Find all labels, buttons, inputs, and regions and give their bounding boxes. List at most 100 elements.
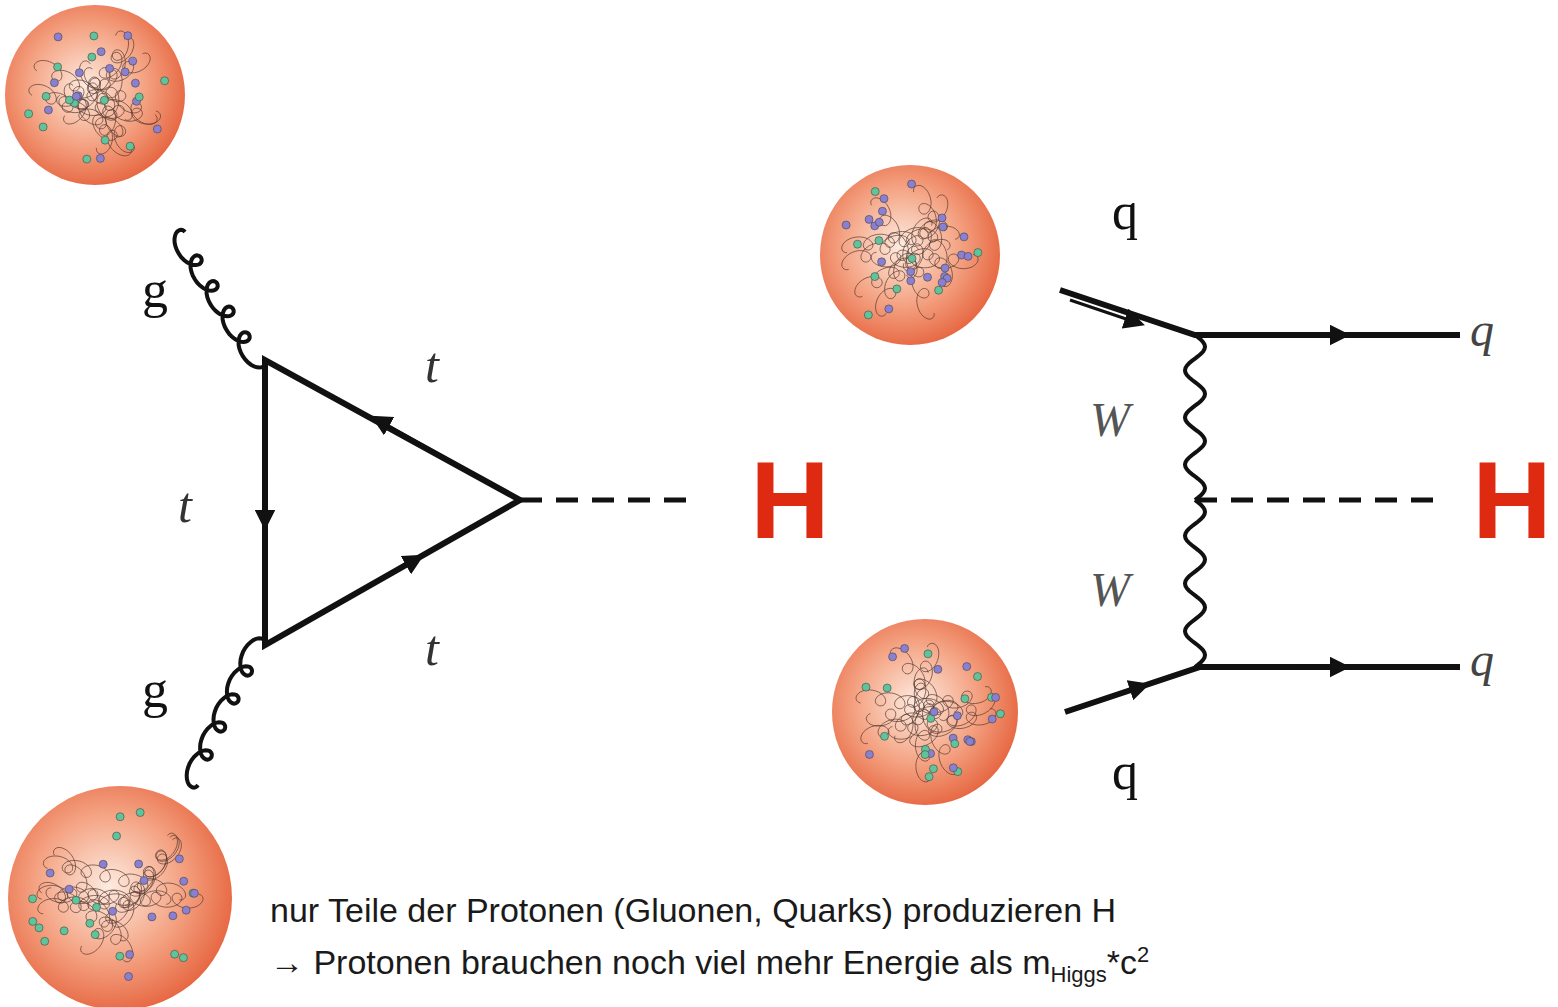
parton-dot bbox=[190, 889, 198, 897]
parton-dot bbox=[921, 751, 929, 759]
parton-dot bbox=[101, 136, 109, 144]
top-quark-label: t bbox=[178, 480, 192, 530]
proton-sphere bbox=[8, 786, 232, 1007]
parton-dot bbox=[153, 125, 161, 133]
parton-dot bbox=[881, 732, 889, 740]
parton-dot bbox=[124, 32, 132, 40]
parton-dot bbox=[179, 954, 187, 962]
proton-sphere bbox=[832, 619, 1018, 805]
parton-dot bbox=[121, 68, 129, 76]
parton-dot bbox=[140, 876, 148, 884]
parton-dot bbox=[963, 663, 971, 671]
parton-dot bbox=[109, 907, 117, 915]
parton-dot bbox=[880, 195, 888, 203]
gluon-texture bbox=[37, 885, 130, 905]
parton-dot bbox=[938, 278, 946, 286]
parton-dot bbox=[88, 53, 96, 61]
parton-dot bbox=[935, 286, 943, 294]
parton-dot bbox=[129, 57, 137, 65]
parton-dot bbox=[72, 896, 80, 904]
quark-label: q bbox=[1470, 636, 1494, 684]
parton-dot bbox=[96, 154, 104, 162]
parton-dot bbox=[135, 93, 143, 101]
parton-dot bbox=[113, 832, 121, 840]
parton-dot bbox=[25, 110, 33, 118]
parton-dot bbox=[100, 96, 108, 104]
parton-dot bbox=[908, 254, 916, 262]
parton-dot bbox=[29, 917, 37, 925]
parton-dot bbox=[46, 869, 54, 877]
parton-dot bbox=[941, 264, 949, 272]
gluon-texture bbox=[116, 838, 182, 912]
top-quark-label: t bbox=[425, 623, 439, 673]
parton-dot bbox=[54, 33, 62, 41]
parton-dot bbox=[883, 684, 891, 692]
gluon-texture bbox=[861, 700, 958, 743]
parton-dot bbox=[853, 240, 861, 248]
parton-dot bbox=[924, 273, 932, 281]
gluon-texture bbox=[876, 218, 933, 316]
parton-dot bbox=[44, 106, 52, 114]
parton-dot bbox=[126, 951, 134, 959]
parton-dot bbox=[871, 188, 879, 196]
parton-dot bbox=[929, 765, 937, 773]
gluon-texture bbox=[112, 833, 177, 927]
parton-dot bbox=[93, 903, 101, 911]
parton-dot bbox=[41, 937, 49, 945]
parton-dot bbox=[125, 973, 133, 981]
gluon-texture bbox=[856, 690, 963, 717]
caption-text: → Protonen brauchen noch viel mehr Energ… bbox=[270, 943, 1051, 981]
parton-dot bbox=[951, 740, 959, 748]
parton-dot bbox=[992, 693, 1000, 701]
caption-line: nur Teile der Protonen (Gluonen, Quarks)… bbox=[270, 890, 1116, 931]
parton-dot bbox=[91, 931, 99, 939]
w-boson-line bbox=[1185, 335, 1205, 500]
parton-dot bbox=[961, 695, 969, 703]
parton-dot bbox=[925, 773, 933, 781]
higgs-label: H bbox=[1472, 445, 1551, 555]
parton-dot bbox=[871, 273, 879, 281]
parton-dot bbox=[97, 48, 105, 56]
parton-dot bbox=[889, 653, 897, 661]
gluon-texture bbox=[914, 683, 958, 774]
parton-dot bbox=[182, 906, 190, 914]
parton-dot bbox=[42, 92, 50, 100]
parton-dot bbox=[842, 221, 850, 229]
parton-dot bbox=[86, 919, 94, 927]
caption-line: → Protonen brauchen noch viel mehr Energ… bbox=[270, 942, 1149, 989]
w-boson-line bbox=[1185, 500, 1205, 667]
parton-dot bbox=[60, 927, 68, 935]
parton-dot bbox=[131, 79, 139, 87]
parton-dot bbox=[39, 123, 47, 131]
parton-dot bbox=[180, 877, 188, 885]
quark-label: q bbox=[1112, 186, 1138, 238]
parton-dot bbox=[938, 214, 946, 222]
parton-dot bbox=[901, 644, 909, 652]
parton-dot bbox=[54, 63, 62, 71]
parton-dot bbox=[930, 708, 938, 716]
parton-dot bbox=[878, 207, 886, 215]
parton-dot bbox=[136, 809, 144, 817]
gluon-label: g bbox=[142, 664, 168, 716]
parton-dot bbox=[135, 860, 143, 868]
parton-dot bbox=[75, 69, 83, 77]
parton-dot bbox=[974, 673, 982, 681]
parton-dot bbox=[907, 277, 915, 285]
top-quark-label: t bbox=[425, 340, 439, 390]
w-boson-label: W bbox=[1090, 566, 1130, 614]
parton-dot bbox=[864, 311, 872, 319]
higgs-label: H bbox=[750, 445, 829, 555]
parton-dot bbox=[960, 233, 968, 241]
proton bbox=[5, 5, 185, 185]
parton-dot bbox=[939, 223, 947, 231]
parton-dot bbox=[949, 764, 957, 772]
parton-dot bbox=[907, 268, 915, 276]
proton bbox=[820, 165, 1000, 345]
parton-dot bbox=[996, 710, 1004, 718]
parton-dot bbox=[175, 855, 183, 863]
proton-sphere bbox=[820, 165, 1000, 345]
superscript: 2 bbox=[1137, 942, 1149, 967]
gluon-label: g bbox=[142, 264, 168, 316]
parton-dot bbox=[116, 813, 124, 821]
parton-dot bbox=[126, 142, 134, 150]
